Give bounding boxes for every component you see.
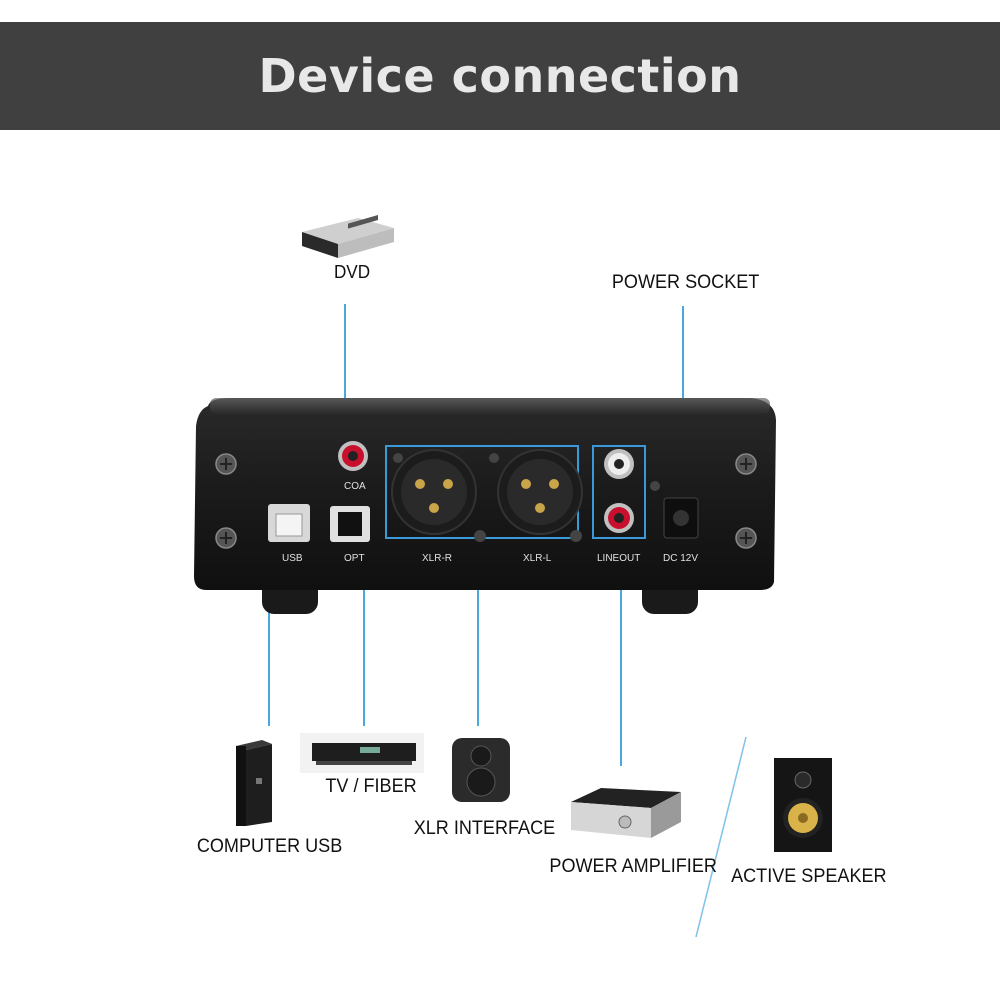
port-label-xlr-r: XLR-R bbox=[422, 553, 453, 564]
header-banner: Device connection bbox=[0, 22, 1000, 130]
dvd-connector-line bbox=[344, 304, 346, 400]
power-socket-label: POWER SOCKET bbox=[611, 272, 760, 293]
port-label-coa: COA bbox=[344, 481, 366, 492]
studio-monitor-icon bbox=[452, 738, 510, 802]
lineout-connector-line bbox=[620, 540, 622, 766]
computer-usb-label: COMPUTER USB bbox=[196, 836, 343, 857]
page-title: Device connection bbox=[258, 49, 742, 103]
port-label-usb: USB bbox=[282, 553, 303, 564]
dvd-label: DVD bbox=[333, 262, 371, 282]
divider-line bbox=[695, 736, 747, 938]
port-label-dc: DC 12V bbox=[663, 553, 699, 564]
port-label-xlr-l: XLR-L bbox=[523, 553, 552, 564]
amplifier-icon bbox=[571, 788, 681, 838]
port-label-lineout: LINEOUT bbox=[597, 553, 641, 564]
xlr-interface-label: XLR INTERFACE bbox=[413, 818, 556, 839]
computer-tower-icon bbox=[236, 740, 272, 826]
xlr-connector-line bbox=[477, 530, 479, 726]
tv-fiber-label: TV / FIBER bbox=[325, 776, 417, 797]
power-amplifier-label: POWER AMPLIFIER bbox=[549, 856, 717, 877]
opt-connector-line bbox=[363, 545, 365, 726]
dac-back-panel bbox=[194, 398, 776, 614]
usb-connector-line bbox=[268, 540, 270, 726]
dvd-player-icon bbox=[302, 215, 394, 258]
active-speaker-label: ACTIVE SPEAKER bbox=[731, 866, 887, 887]
tv-box-icon bbox=[300, 733, 424, 773]
port-label-opt: OPT bbox=[344, 553, 365, 564]
bookshelf-speaker-icon bbox=[774, 758, 832, 852]
